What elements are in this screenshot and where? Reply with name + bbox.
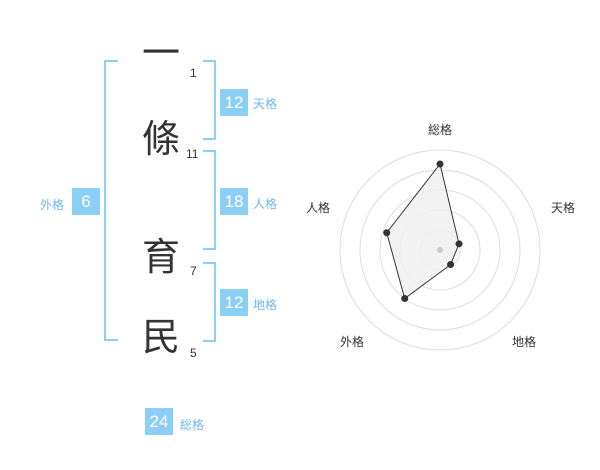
radar-center-dot [437,247,443,253]
radar-point [447,261,455,269]
radar-point [455,240,463,248]
radar-ring [339,149,541,351]
chikaku-bracket [203,262,216,342]
radar-axis-label-soukaku: 総格 [428,122,452,137]
stroke-count-4: 5 [190,346,197,360]
chikaku-value: 12 [220,289,248,316]
jinkaku-bracket [203,150,216,250]
stroke-count-3: 7 [190,264,197,278]
name-char-2: 條 [142,117,181,161]
name-char-3: 育 [142,235,181,279]
soukaku-label: 総格 [180,418,205,432]
radar-point [401,295,409,303]
name-char-4: 民 [142,315,181,359]
tenkaku-value: 12 [220,89,248,116]
radar-axis-label-chikaku: 地格 [512,334,536,349]
radar-point [436,160,444,168]
stroke-count-2: 11 [186,147,199,161]
soukaku-value: 24 [145,408,173,435]
radar-axis-label-tenkaku: 天格 [551,200,575,215]
gaikaku-bracket [104,60,118,341]
jinkaku-label: 人格 [253,197,278,211]
chikaku-label: 地格 [253,298,278,312]
radar-polygon [386,162,460,300]
tenkaku-bracket [203,60,216,140]
gaikaku-label: 外格 [40,198,65,212]
radar-axis-label-gaikaku: 外格 [340,334,364,349]
name-char-1: 一 [142,31,181,75]
radar-axis-label-jinkaku: 人格 [306,200,330,215]
gaikaku-value: 6 [72,188,100,215]
radar-points [383,160,463,303]
jinkaku-value: 18 [220,188,248,215]
stroke-count-1: 1 [190,66,197,80]
tenkaku-label: 天格 [253,97,278,111]
radar-point [383,229,391,237]
